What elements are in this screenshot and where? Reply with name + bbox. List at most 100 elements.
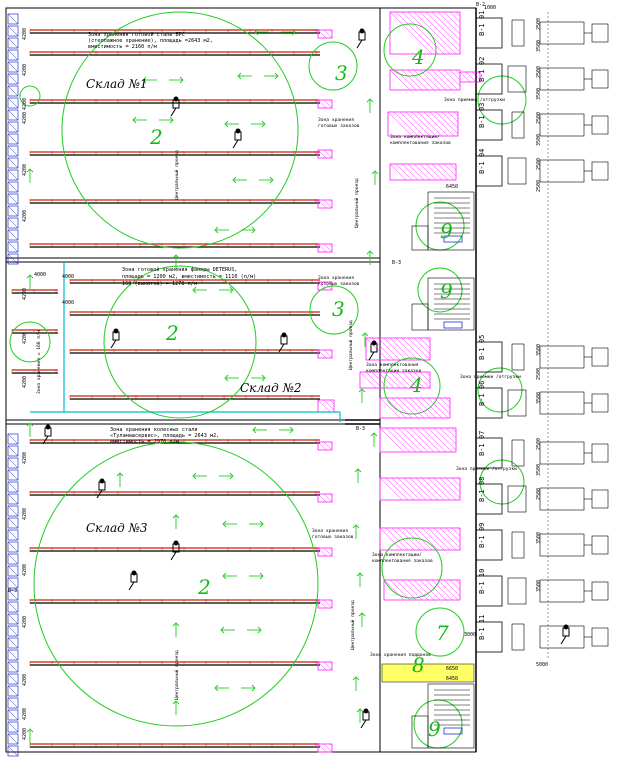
arrow (356, 708, 364, 723)
pick-block-hatch (317, 199, 327, 209)
pick-block-hatch (323, 599, 333, 609)
wall-column-hatch (7, 181, 19, 193)
wall-column (7, 145, 19, 157)
arrow-head (366, 98, 374, 103)
zone-circle (417, 267, 463, 313)
pick-block-hatch (445, 527, 461, 543)
arrow (249, 572, 264, 580)
pick-zone-1: Зона хранения готовых заказов (318, 117, 360, 129)
pick-block-hatch (433, 477, 457, 501)
forklift-fork (360, 719, 367, 729)
row-dim: 4200 (22, 164, 28, 176)
arrow-head (26, 728, 34, 733)
pick-block-hatch (415, 397, 437, 419)
wh2-storage-note: Зона готовой хранения фанеры DETERUS, пл… (122, 267, 259, 287)
truck-cab (507, 577, 527, 605)
pick-block-hatch (425, 337, 431, 343)
gate-label: В-1 08 (478, 477, 486, 502)
zone-circle (383, 357, 441, 415)
right-dim: 3500 (536, 392, 542, 404)
ship-zone-1: Зона приемки /отгрузки (444, 97, 505, 103)
arrow-head (172, 622, 180, 627)
arrow (370, 432, 378, 447)
pick-block (317, 243, 333, 253)
dim-4000a: 4000 (34, 272, 46, 278)
pick-block-hatch (425, 69, 447, 91)
pick-block-hatch (421, 397, 443, 419)
arrow (222, 520, 237, 528)
wall-column-hatch (7, 433, 19, 445)
right-dim: 2500 (536, 488, 542, 500)
pick-block (317, 743, 333, 753)
forklift-icon (360, 708, 370, 729)
forklift-fork (368, 351, 375, 361)
pick-block-hatch (377, 371, 395, 389)
dim-6450a: 6450 (446, 184, 458, 190)
forklift-icon (170, 96, 180, 117)
pick-block-hatch (317, 243, 327, 253)
stair-landing (443, 321, 463, 329)
pick-block-hatch (317, 281, 327, 291)
arrow (237, 72, 252, 80)
pick-block-hatch (407, 11, 451, 55)
wall-column-hatch (7, 625, 19, 637)
arrow-head (172, 254, 180, 259)
arrow (172, 254, 180, 269)
row-dim: 4200 (22, 616, 28, 628)
pick-block-hatch (395, 69, 417, 91)
work-zone-circles (9, 11, 527, 749)
arrow (358, 388, 366, 403)
right-dim: 3500 (536, 532, 542, 544)
pick-zone-5: Зона хранения готовых заказов (312, 528, 354, 540)
pick-block-hatch (439, 397, 451, 409)
pick-block-hatch (385, 477, 409, 501)
pick-block-hatch (443, 579, 461, 597)
pick-block-hatch (455, 11, 461, 17)
arrow (281, 28, 296, 36)
pick-block-hatch (455, 69, 461, 75)
row-dim: 4200 (22, 28, 28, 40)
pick-block-hatch (317, 661, 327, 671)
wh2-side-note: Зона хранения = 166 п/м (36, 330, 42, 394)
arrow (192, 286, 207, 294)
wall-column (7, 61, 19, 73)
arrow-head (229, 472, 234, 480)
arrow-head (26, 422, 34, 427)
wall-column (7, 229, 19, 241)
pick-block-hatch (443, 163, 457, 177)
zone-number: 2 (197, 575, 211, 599)
wall-column (7, 181, 19, 193)
arrow-head (352, 676, 360, 681)
gate-label: В-1 11 (478, 615, 486, 640)
forklift-top (359, 28, 365, 34)
wall-column-hatch (7, 37, 19, 49)
wall-column-hatch (7, 121, 19, 133)
zone-circle (19, 85, 41, 107)
zone-circle (9, 321, 51, 363)
zone-circle (383, 23, 437, 77)
pick-block-hatch (323, 493, 333, 503)
arrow-head (354, 468, 362, 473)
pick-block-hatch (411, 111, 437, 137)
arrow (366, 98, 374, 113)
wall-column (7, 721, 19, 733)
pick-block-hatch (395, 579, 417, 601)
pick-block-hatch (401, 579, 423, 601)
truck-trailer (539, 113, 585, 137)
arrow-head (356, 708, 364, 713)
dim-5000: 5000 (536, 662, 548, 668)
pick-block-hatch (329, 661, 333, 665)
pick-block-hatch (329, 399, 335, 405)
arrow-head (352, 524, 360, 529)
arrow-head (259, 520, 264, 528)
pick-block (359, 371, 431, 389)
pick-block-hatch (413, 69, 435, 91)
dock-gate (475, 621, 503, 653)
wall-column-hatch (7, 709, 19, 721)
dock-gate (475, 109, 503, 141)
wall-column-hatch (7, 61, 19, 73)
right-dim: 3500 (536, 88, 542, 100)
gate-b3a: В-3 (392, 260, 401, 266)
wall-column (7, 37, 19, 49)
gate-label: В-1 02 (478, 57, 486, 82)
